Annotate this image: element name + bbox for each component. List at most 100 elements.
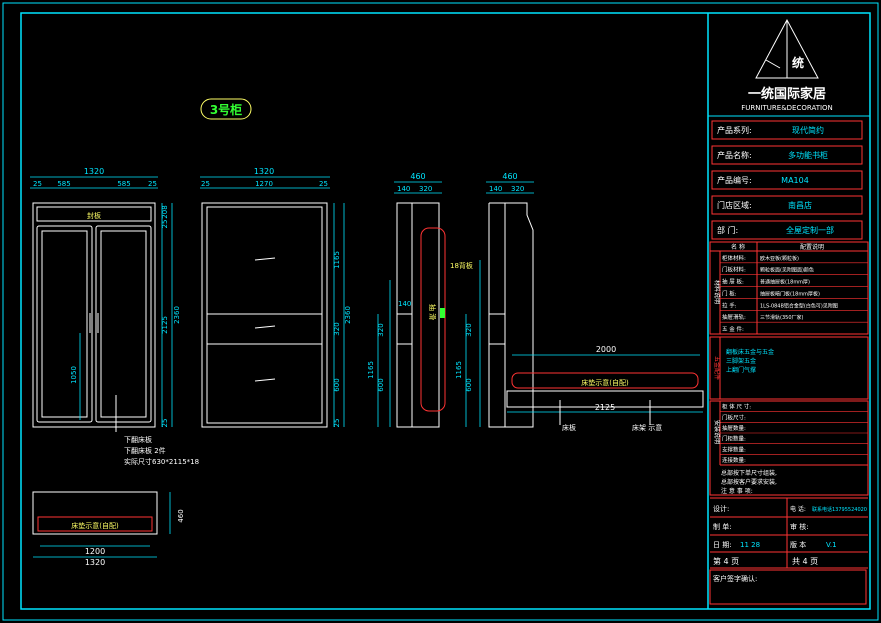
spec-row-key: 柜体材料: — [722, 254, 746, 262]
name-value: 多功能书柜 — [788, 150, 828, 160]
plan-width-inner: 1200 — [85, 547, 105, 556]
version-value: V.1 — [826, 541, 837, 549]
bed-right-label: 床架 示意 — [632, 423, 662, 432]
hardware-line-1: 翻板床五金与五金 — [726, 348, 774, 356]
sidea-top-width: 460 — [410, 172, 425, 181]
spec-row-value: 1LS-084B铝合金型(白色可)见附图 — [760, 302, 838, 309]
plan-view: 床垫示意(自配) 1200 1320 460 — [32, 491, 185, 567]
note-1: 总部按下单尺寸组装, — [721, 469, 777, 477]
spec-row-key: 拉 手: — [722, 301, 737, 309]
sideb-dim-d: 600 — [465, 378, 473, 391]
bed-label: 床垫示意(自配) — [581, 378, 629, 387]
front-side-mid: 2125 — [161, 316, 169, 334]
install-row: 门柜数量: — [722, 435, 746, 443]
inner-side-total: 2360 — [344, 306, 352, 324]
front-note-line1: 下翻床板 — [124, 435, 152, 444]
spec-row-key: 门板材料: — [722, 266, 746, 274]
name-label: 产品名称: — [717, 150, 752, 160]
sidea-seg-a: 140 — [397, 185, 410, 193]
logo-char: 统 — [792, 55, 804, 70]
phone-label: 电 话: — [790, 505, 806, 513]
spec-row-value: 普通抽屉板(18mm厚) — [760, 279, 810, 286]
hardware-line-3: 上翻门气撑 — [726, 366, 756, 374]
install-row: 支撑数量: — [722, 445, 746, 453]
hardware-line-2: 三脚架五金 — [726, 357, 756, 365]
install-row: 抽屉数量: — [722, 424, 746, 432]
inner-left-margin: 25 — [201, 180, 210, 188]
spec-header-right: 配置说明 — [800, 243, 824, 251]
brand-cn: 一统国际家居 — [748, 86, 826, 102]
install-row: 柜 体 尺 寸: — [722, 403, 751, 411]
inner-view: 1320 25 1270 25 1165 320 600 2360 25 — [200, 167, 352, 428]
sidea-vertical-label: 抽 滑 — [428, 304, 437, 320]
bed-width-top: 2000 — [596, 345, 616, 354]
note-3: 注 意 事 项: — [721, 487, 753, 495]
sideb-seg-b: 320 — [511, 185, 524, 193]
side-view-b: 460 140 320 320 600 1165 — [455, 172, 534, 428]
inner-right-margin: 25 — [319, 180, 328, 188]
bed-width-bottom: 2125 — [595, 403, 615, 412]
sidea-seg-b: 320 — [419, 185, 432, 193]
spec-row-value: 欧木亚板(颗粒板) — [760, 255, 799, 262]
spec-row-key: 抽屉滑轨: — [722, 313, 746, 321]
proof-label: 制 单: — [713, 522, 732, 531]
front-handle-height: 1050 — [70, 366, 78, 384]
title-block: 统 一统国际家居 FURNITURE&DECORATION 产品系列: 现代简约… — [707, 13, 870, 609]
sideb-dim-e: 1165 — [455, 361, 463, 379]
code-value: MA104 — [781, 176, 809, 185]
bed-left-label: 床板 — [562, 423, 576, 432]
front-note-line2: 下翻床板 2件 — [124, 446, 166, 455]
front-seg-right: 25 — [148, 180, 157, 188]
code-label: 产品编号: — [717, 175, 752, 185]
designer-label: 设计: — [713, 504, 729, 513]
audit-label: 审 核: — [790, 522, 809, 531]
spec-row-value: 三节滑轨(350厂家) — [760, 314, 803, 321]
front-view: 1320 25 585 585 25 封板 208 25 2125 2360 2… — [30, 167, 199, 466]
sideb-seg-a: 140 — [489, 185, 502, 193]
spec-row-key: 五 金 件: — [722, 325, 744, 333]
plan-label: 床垫示意(自配) — [71, 521, 119, 530]
inner-mid-width: 1270 — [255, 180, 273, 188]
hardware-side-label: 五金配件 — [713, 356, 721, 380]
date-value: 11 28 — [740, 541, 760, 549]
sidea-dim-d: 1165 — [367, 361, 375, 379]
dept-value: 全屋定制一部 — [786, 225, 834, 235]
store-label: 门店区域: — [717, 200, 752, 210]
note-2: 总部按客户要求安装, — [721, 478, 777, 486]
front-seg-mid-left: 585 — [57, 180, 70, 188]
phone-value: 联系电话13795524020 — [812, 506, 867, 513]
series-label: 产品系列: — [717, 125, 752, 135]
front-side-top-a: 208 — [161, 205, 169, 218]
inner-side-mid: 320 — [333, 322, 341, 335]
plan-depth: 460 — [177, 509, 185, 522]
install-side-label: 安装说明 — [713, 420, 721, 444]
version-label: 版 本 — [790, 540, 806, 549]
front-seg-left: 25 — [33, 180, 42, 188]
front-top-width: 1320 — [84, 167, 104, 176]
store-value: 南昌店 — [788, 200, 812, 210]
inner-top-width: 1320 — [254, 167, 274, 176]
install-row: 连接数量: — [722, 456, 746, 464]
dept-label: 部 门: — [717, 225, 738, 235]
front-note-line3: 实际尺寸630*2115*18 — [124, 457, 199, 466]
series-value: 现代简约 — [792, 125, 824, 135]
total-label: 共 4 页 — [792, 557, 818, 566]
spec-side-label: 材料说明 — [713, 280, 721, 304]
date-label: 日 期: — [713, 541, 732, 549]
bed-view: 2000 床垫示意(自配) 2125 床板 床架 示意 — [506, 345, 704, 432]
inner-border — [20, 12, 871, 610]
brand-en: FURNITURE&DECORATION — [741, 104, 833, 112]
install-row: 门板尺寸: — [722, 413, 746, 421]
inner-side-upper: 1165 — [333, 251, 341, 269]
inner-side-bottom: 25 — [333, 419, 341, 428]
green-marker — [440, 308, 445, 318]
cabinet-tag: 3号柜 — [210, 102, 242, 117]
side-view-a: 460 140 320 抽 滑 18背板 140 320 600 1165 — [367, 172, 473, 428]
cabinet-tag-box — [200, 98, 252, 120]
spec-row-value: 抽屉板暗门板(18mm厚板) — [760, 290, 820, 297]
front-side-top-b: 25 — [161, 220, 169, 229]
spec-row-value: 颗粒板面(见附图面)颜色 — [760, 267, 814, 274]
front-side-total: 2360 — [173, 306, 181, 324]
